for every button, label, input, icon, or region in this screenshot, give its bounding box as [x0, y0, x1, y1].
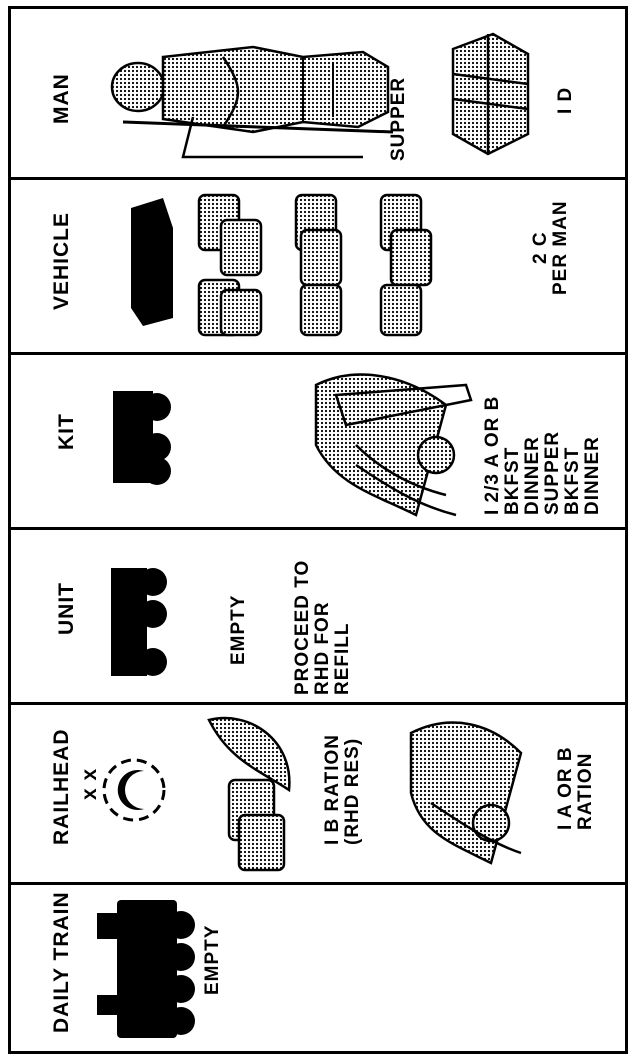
refill-instruction: PROCEED TO RHD FOR REFILL [293, 560, 353, 695]
ration-b-label: I B RATION (RHD RES) [323, 734, 363, 845]
railhead-xx-symbol: x x [79, 768, 101, 800]
truck-icon [107, 562, 173, 682]
ration-per-man-label: 2 C PER MAN [531, 200, 571, 295]
ration-a-label: I A OR B RATION [556, 746, 596, 830]
id-label: I D [556, 87, 576, 114]
panel-header: MAN [51, 73, 73, 124]
panel-railhead: RAILHEAD x x I B RATION (RHD RES) I A OR… [11, 705, 625, 882]
panel-daily-train: DAILY TRAIN EMPTY [11, 885, 625, 1051]
soldier-icon [103, 17, 403, 167]
panel-header: KIT [56, 413, 78, 450]
panel-header: VEHICLE [51, 212, 73, 310]
empty-label: EMPTY [229, 595, 249, 665]
locomotive-icon [89, 895, 199, 1043]
empty-label: EMPTY [203, 925, 223, 995]
panel-header: UNIT [56, 582, 78, 635]
panel-header: DAILY TRAIN [51, 891, 73, 1033]
panel-header: RAILHEAD [51, 729, 73, 846]
tank-vehicle-icon [123, 198, 181, 328]
ration-flow-diagram: MAN SUPPER I D VEHICLE [8, 6, 628, 1054]
supper-label: SUPPER [389, 77, 409, 161]
panel-vehicle: VEHICLE 2 C PER MAN [11, 180, 625, 352]
railhead-crescent-icon [99, 755, 169, 825]
truck-icon [109, 387, 175, 487]
panel-unit: UNIT EMPTY PROCEED TO RHD FOR REFILL [11, 530, 625, 702]
ration-cans-icon [199, 710, 309, 875]
vegetables-icon [391, 713, 531, 873]
panel-kit: KIT I 2/3 A OR B BKFST DINNER SUPPER BKF… [11, 355, 625, 527]
ration-box-icon [443, 29, 533, 159]
kit-ration-schedule: I 2/3 A OR B BKFST DINNER SUPPER BKFST D… [483, 396, 603, 515]
vegetables-icon [296, 365, 476, 520]
ration-cans-icon [191, 190, 431, 340]
panel-man: MAN SUPPER I D [11, 9, 625, 177]
